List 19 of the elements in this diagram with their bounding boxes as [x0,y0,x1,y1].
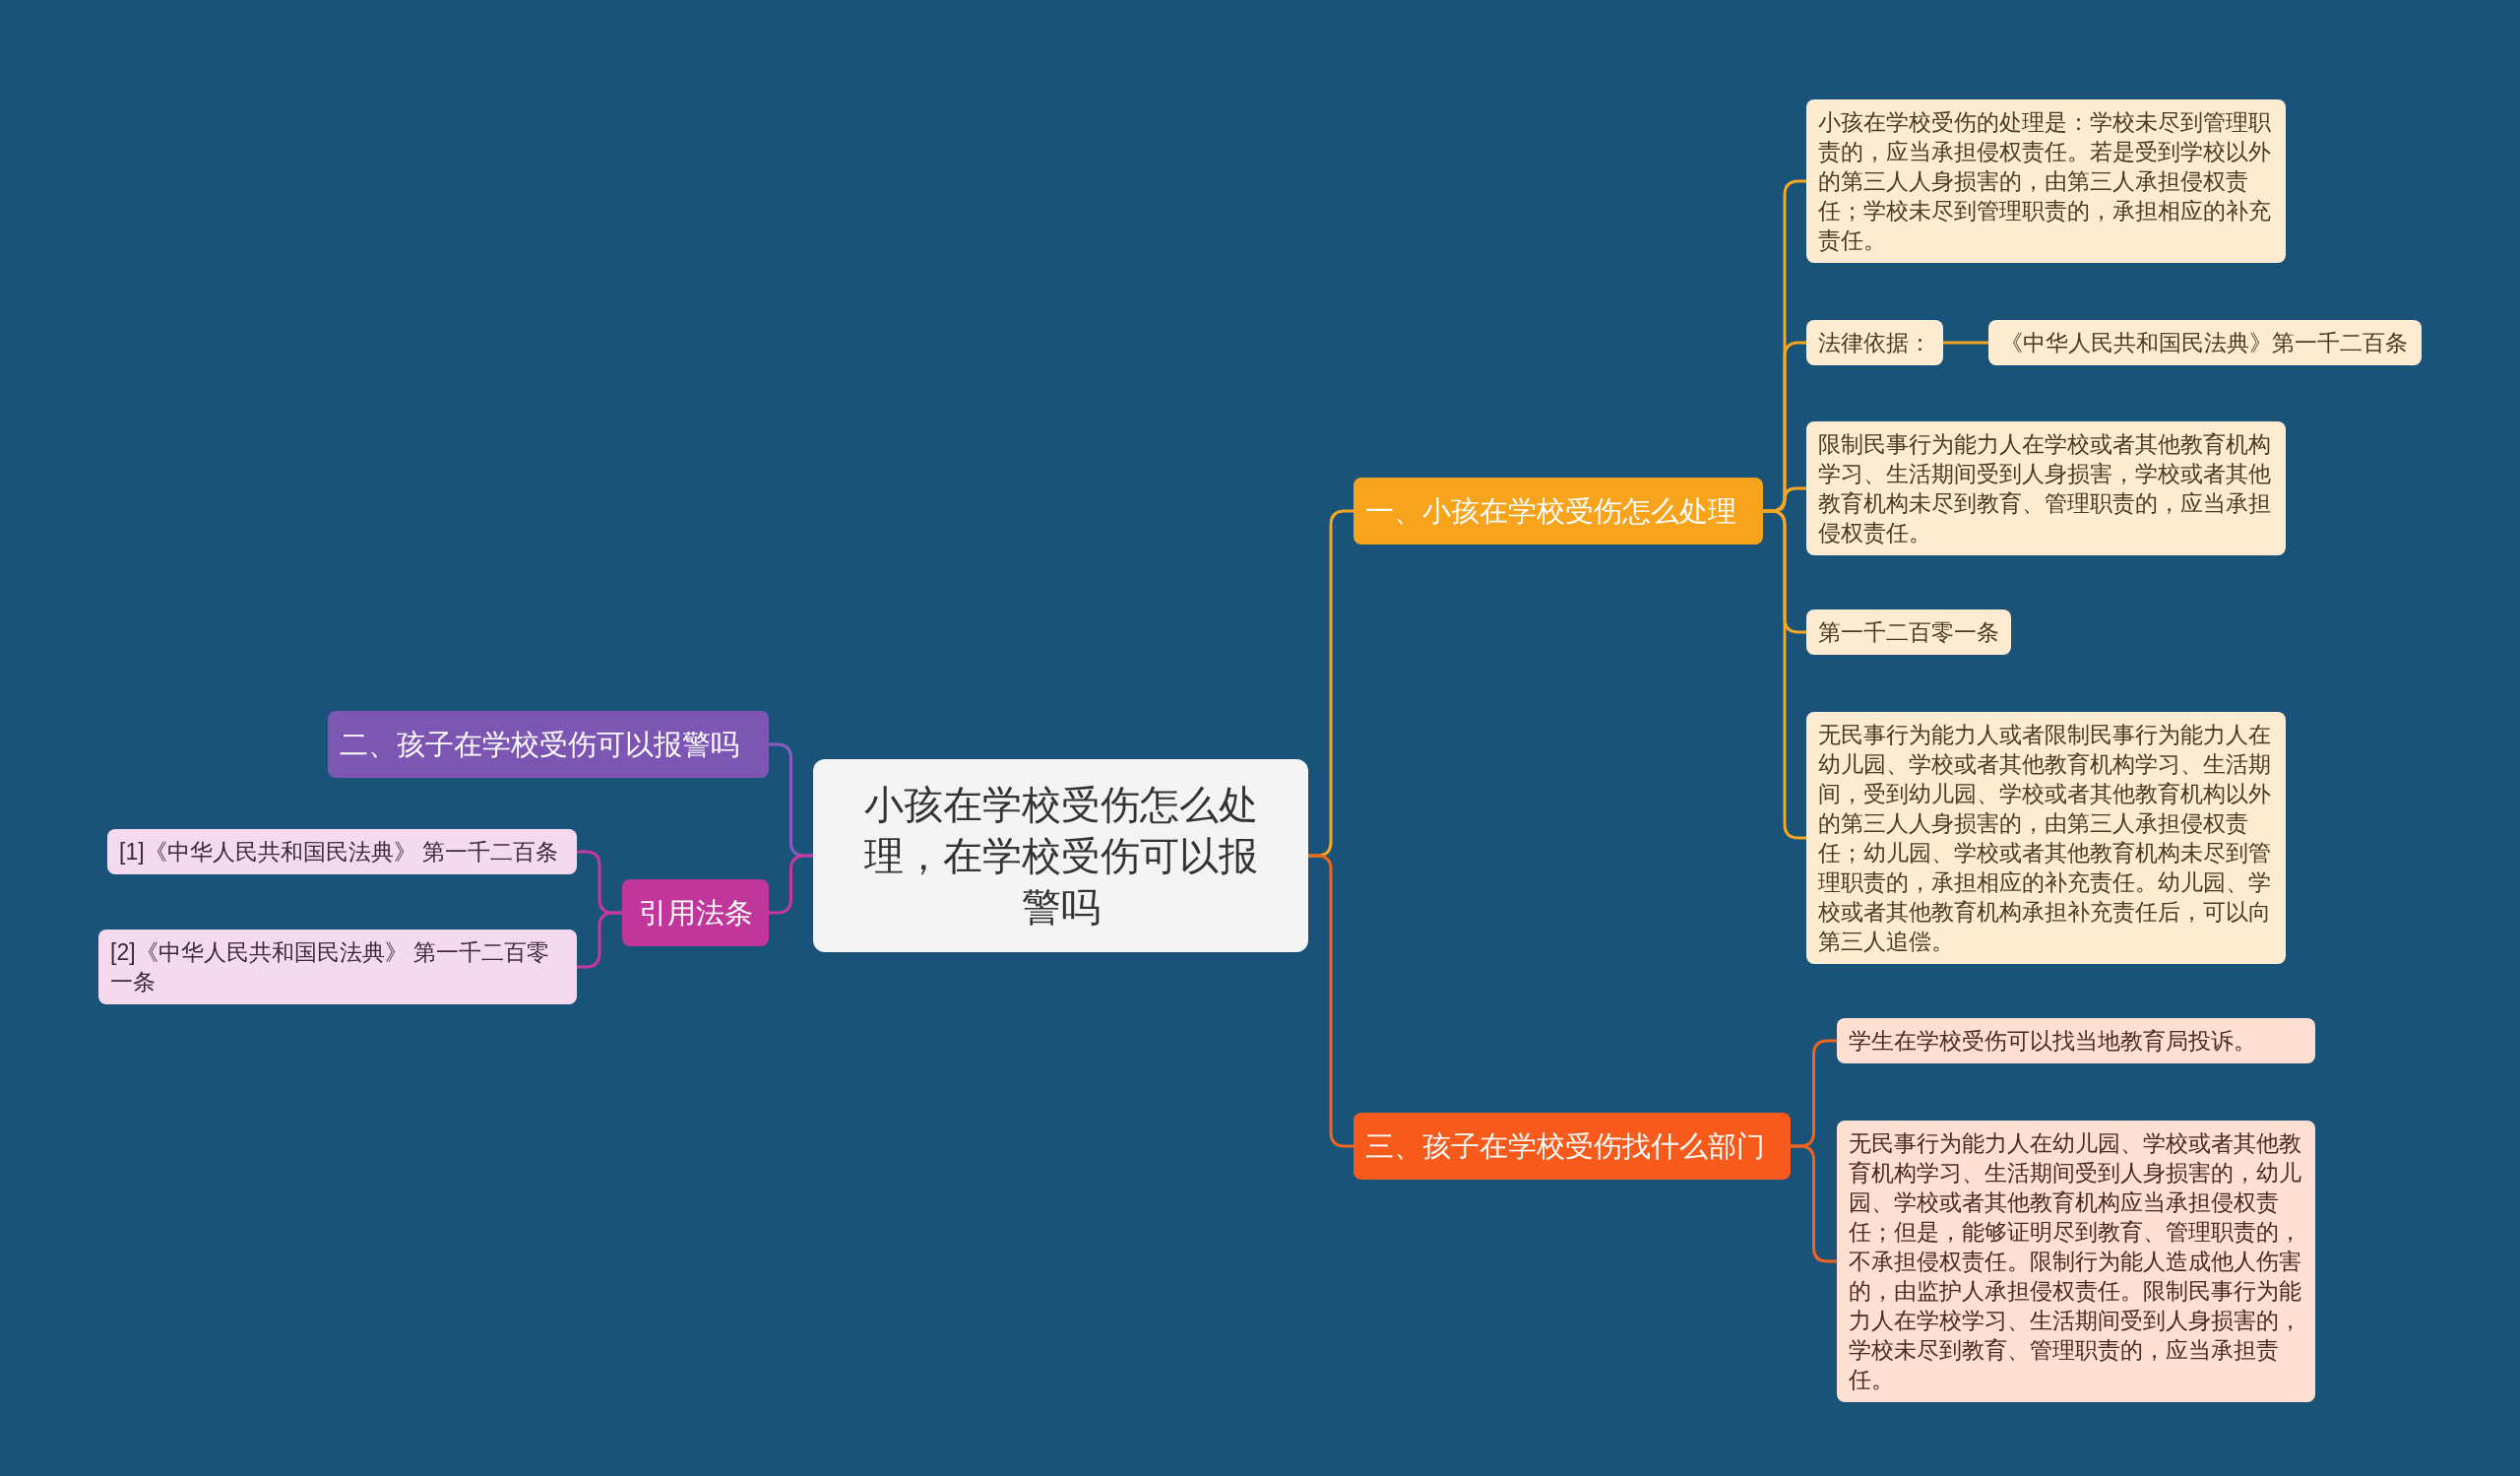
connector-line [1763,509,1806,840]
branch-topic: 二、孩子在学校受伤可以报警吗 [328,711,769,778]
branch-topic: 三、孩子在学校受伤找什么部门 [1354,1113,1791,1180]
note-text: 限制民事行为能力人在学校或者其他教育机构学习、生活期间受到人身损害，学校或者其他教育机构未尽到教育、管理职责的，应当承担侵权责任。 [1806,421,2286,555]
note-text: 学生在学校受伤可以找当地教育局投诉。 [1837,1018,2315,1063]
connector-line [1943,341,1988,345]
connector-line [1308,854,1354,1148]
branch-topic: 引用法条 [622,879,769,946]
note-text: 第一千二百零一条 [1806,610,2011,655]
connector-line [1791,1144,1837,1263]
reference-text: [1]《中华人民共和国民法典》 第一千二百条 [107,829,577,874]
central-topic: 小孩在学校受伤怎么处理，在学校受伤可以报警吗 [813,759,1308,952]
note-text: 无民事行为能力人在幼儿园、学校或者其他教育机构学习、生活期间受到人身损害的，幼儿园、学校或者其他教育机构应当承担侵权责任；但是，能够证明尽到教育、管理职责的，不承担侵权责任。限制行为能人造成他人伤害的，由监护人承担侵权责任。限制民事行为能力人在学校学习、生活期间受到人身损害的，学校未尽到教育、管理职责的，应当承担责任。 [1837,1121,2315,1402]
branch-topic: 一、小孩在学校受伤怎么处理 [1354,478,1763,545]
note-text: 法律依据： [1806,320,1943,365]
note-text: 小孩在学校受伤的处理是：学校未尽到管理职责的，应当承担侵权责任。若是受到学校以外的第三人人身损害的，由第三人承担侵权责任；学校未尽到管理职责的，承担相应的补充责任。 [1806,99,2286,263]
note-text: 无民事行为能力人或者限制民事行为能力人在幼儿园、学校或者其他教育机构学习、生活期间，受到幼儿园、学校或者其他教育机构以外的第三人人身损害的，由第三人承担侵权责任；幼儿园、学校或者其他教育机构未尽到管理职责的，承担相应的补充责任。幼儿园、学校或者其他教育机构承担补充责任后，可以向第三人追偿。 [1806,712,2286,964]
reference-text: [2]《中华人民共和国民法典》 第一千二百零一条 [98,930,577,1004]
note-text: 《中华人民共和国民法典》第一千二百条 [1988,320,2422,365]
